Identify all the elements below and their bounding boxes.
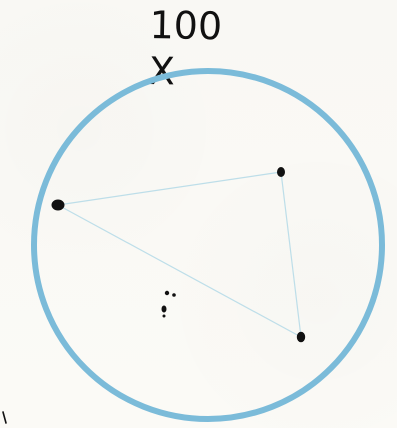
triangle-line-top-to-bottom	[281, 172, 301, 337]
left-dot	[52, 200, 65, 211]
triangle-line-left-to-bottom	[58, 205, 301, 337]
small-dot-1	[165, 291, 169, 295]
triangle-line-left-to-top	[58, 172, 281, 205]
top-dot	[277, 167, 285, 177]
field-of-view-circle	[34, 71, 382, 419]
bottom-dot	[297, 332, 305, 343]
small-dot-2	[172, 293, 176, 297]
edge-pen-mark	[3, 412, 6, 423]
small-dot-4	[163, 315, 166, 318]
small-dot-3	[162, 306, 167, 313]
